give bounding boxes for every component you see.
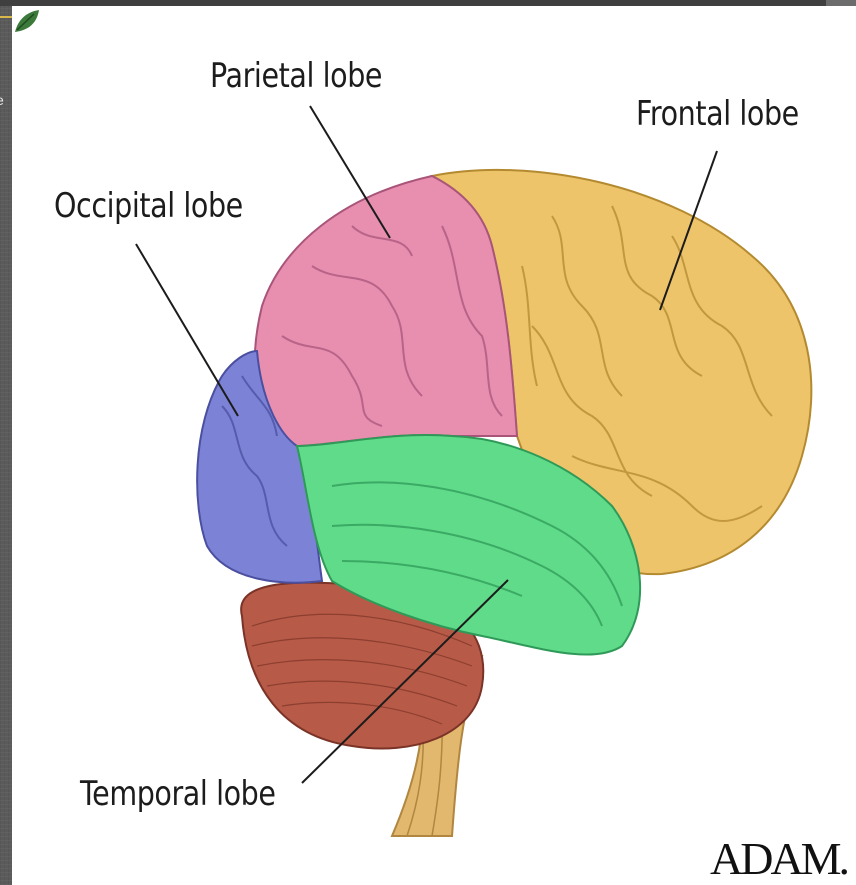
temporal-lobe-label: Temporal lobe bbox=[80, 774, 275, 814]
brain-diagram: Parietal lobe Frontal lobe Occipital lob… bbox=[12, 6, 856, 885]
adam-logo-text: ADAM. bbox=[710, 832, 847, 885]
frontal-lobe-label: Frontal lobe bbox=[636, 94, 799, 134]
edge-text: e bbox=[0, 92, 6, 108]
occipital-lobe-label: Occipital lobe bbox=[54, 186, 243, 226]
parietal-lobe-label: Parietal lobe bbox=[210, 56, 382, 96]
occipital-leader-line bbox=[136, 244, 238, 416]
brain-illustration bbox=[12, 6, 856, 885]
parietal-lobe bbox=[255, 176, 518, 446]
adam-leaf-logo-icon bbox=[12, 6, 42, 36]
